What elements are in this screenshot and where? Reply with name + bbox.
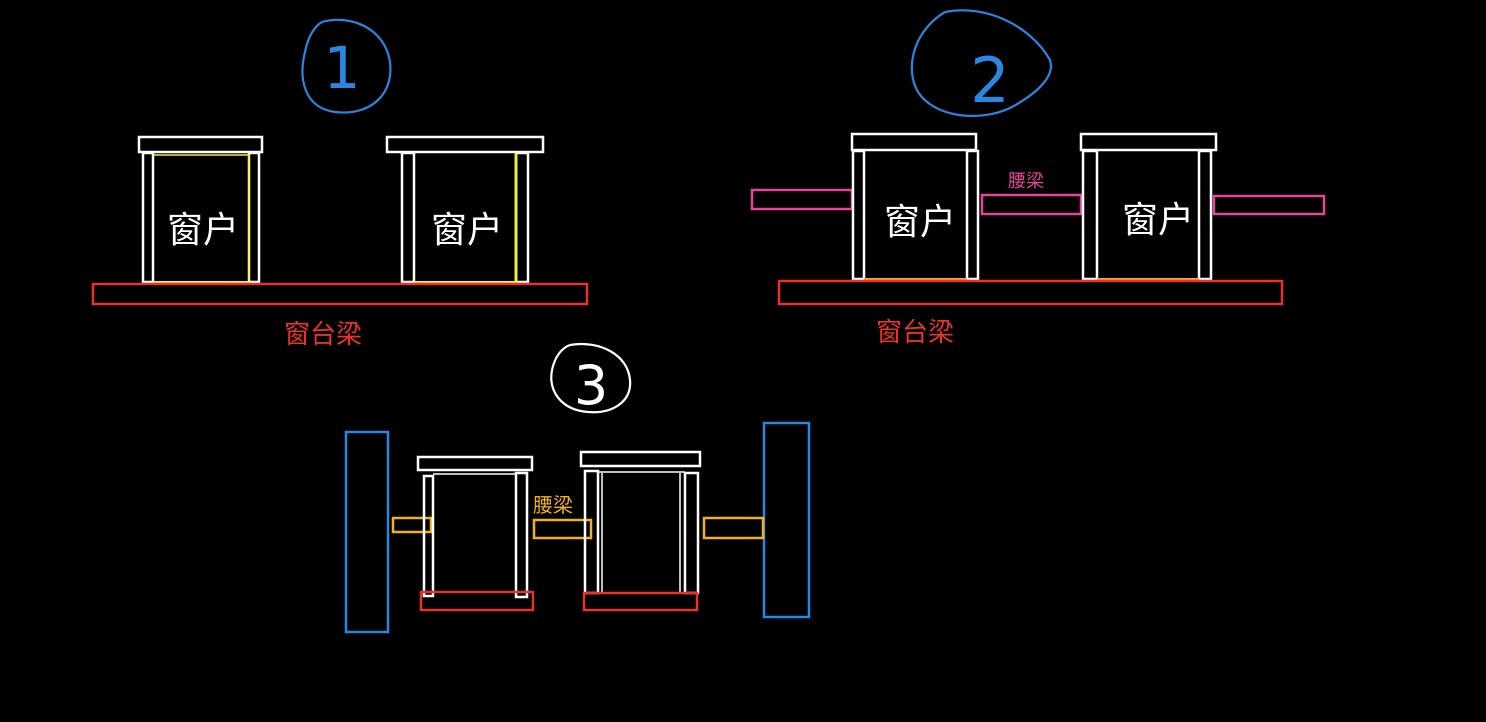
diagram-number-3: 3 [574,354,608,417]
sill-beam-label: 窗台梁 [284,320,362,350]
window-2-1: 窗户 [850,132,980,281]
waist-beam-middle [532,518,593,540]
window-3-2 [579,450,702,612]
waist-beam-middle [980,193,1083,216]
sill-beam [91,282,589,306]
window-label: 窗户 [431,210,503,251]
sill-beam [419,590,535,612]
window-jamb-left [1081,149,1099,281]
waist-beam-right [1212,194,1326,216]
window-jamb-right [965,149,980,281]
sill-beam-label: 窗台梁 [876,318,954,348]
window-jamb-left [400,151,416,284]
window-jamb-left [851,149,866,281]
window-1-1: 窗户 [137,135,264,284]
waist-beam-right [702,516,765,540]
column-left [344,430,390,634]
waist-beam-label: 腰梁 [533,493,573,517]
window-2-2: 窗户 [1079,132,1218,281]
number-circle-3 [550,342,632,414]
window-lintel [137,135,264,154]
window-jamb-left [422,474,435,598]
sill-beam [582,591,699,612]
diagram-1: 1 窗户 窗户 窗台梁 [91,18,589,350]
window-lintel [850,132,978,152]
window-lintel [416,455,534,472]
window-lintel [385,135,545,154]
diagram-number-1: 1 [324,34,361,102]
window-jamb-right [514,471,529,599]
diagram-2: 2 腰梁 窗户 窗户 窗台梁 [750,9,1326,348]
window-jamb-right [1197,149,1213,281]
window-1-2: 窗户 [385,135,545,284]
number-circle-2 [910,9,1053,118]
window-3-1 [416,455,535,612]
diagram-number-2: 2 [970,44,1009,117]
window-label: 窗户 [167,210,239,251]
waist-beam-left [391,516,433,534]
diagram-3: 3 腰梁 [344,342,811,634]
window-lintel [1079,132,1218,152]
sill-beam [777,279,1284,306]
window-lintel [579,450,702,468]
window-jamb-left [141,151,155,284]
number-circle-1 [301,18,392,114]
window-label: 窗户 [1122,200,1194,241]
window-label: 窗户 [884,202,956,243]
waist-beam-label: 腰梁 [1008,171,1044,192]
